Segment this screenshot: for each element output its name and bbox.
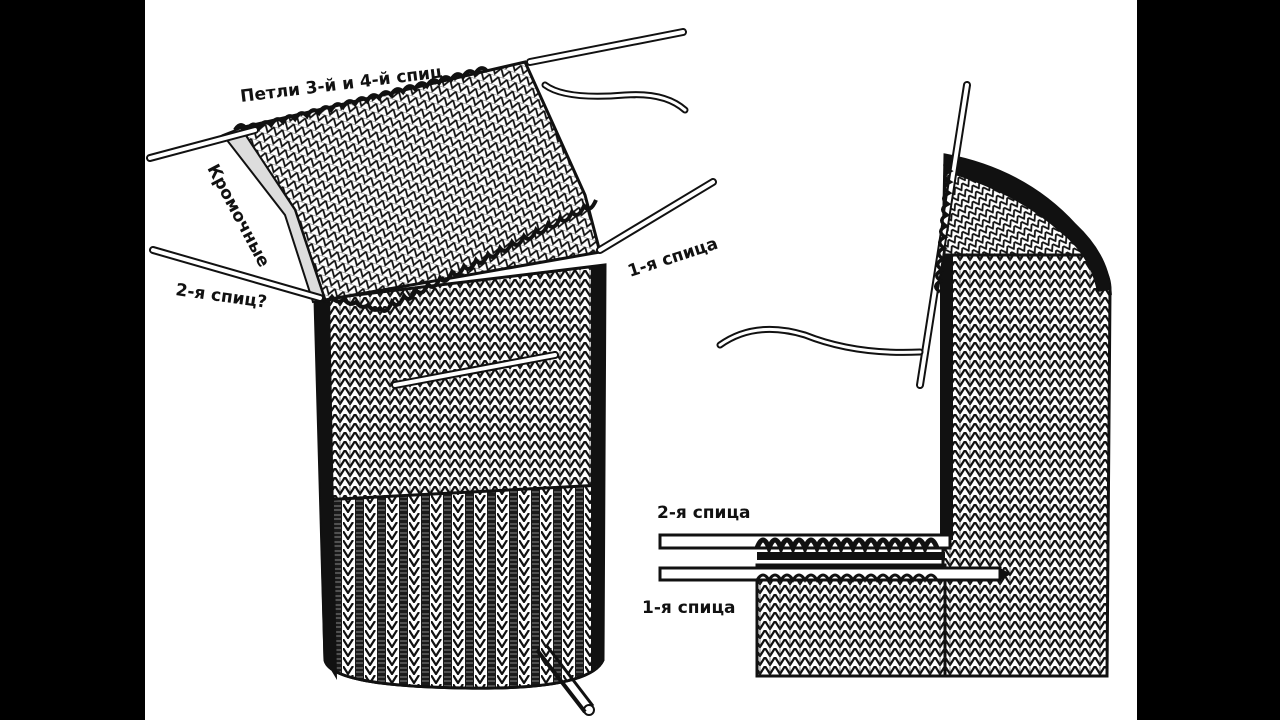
- loops-front-row: [318, 199, 598, 313]
- label-needle-2-left: 2-я спиц?: [174, 280, 268, 313]
- label-needle-1-right: 1-я спица: [642, 598, 736, 618]
- loops-top-row: [233, 66, 489, 134]
- sock-right-foot: [755, 563, 947, 678]
- label-needle-2-right: 2-я спица: [657, 503, 751, 523]
- loops-needle-2-right: [754, 537, 940, 556]
- sock-right-illustration: 2-я спица 1-я спица: [642, 81, 1112, 678]
- sock-shadow-right: [591, 265, 605, 672]
- knitting-diagram: Петли 3-й и 4-й спиц Кромочные 2-я спиц?…: [146, 28, 1112, 716]
- loops-vertical-right: [934, 158, 954, 294]
- loops-needle-1-right: [755, 573, 939, 583]
- heel-cap-shadow: [945, 155, 1110, 292]
- safety-pin-icon: [535, 645, 595, 716]
- sock-right-leg: [941, 253, 1112, 678]
- sock-right-edge: [940, 255, 953, 540]
- label-needle-1-left: 1-я спица: [625, 234, 720, 282]
- illustration-panel: Петли 3-й и 4-й спиц Кромочные 2-я спиц?…: [145, 0, 1137, 720]
- edge-stitch-strip: [221, 126, 327, 304]
- sock-left-illustration: Петли 3-й и 4-й спиц Кромочные 2-я спиц?…: [146, 28, 720, 716]
- sock-shadow-left: [315, 300, 337, 680]
- sock-ribbing: [319, 483, 605, 690]
